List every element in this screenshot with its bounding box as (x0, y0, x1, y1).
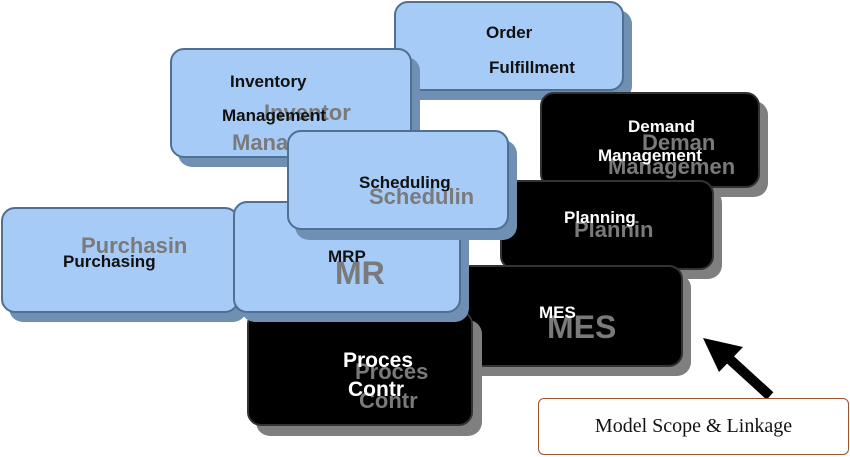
demand-management-ghost-2: Managemen (608, 154, 736, 179)
demand-management-label-1: Demand (628, 117, 696, 136)
planning-label: Planning (564, 208, 636, 227)
purchasing-ghost: Purchasin (81, 233, 188, 258)
process-control-label-2: Contr (348, 378, 404, 401)
process-control-ghost-2: Contr (359, 388, 418, 413)
process-control-ghost-1: Proces (355, 359, 429, 384)
purchasing-label: Purchasing (63, 252, 156, 271)
scheduling-box: Schedulin Scheduling (287, 130, 509, 230)
inventory-management-ghost-1: Inventor (264, 100, 351, 125)
planning-box: Plannin Planning (500, 180, 714, 270)
process-control-box: Proces Contr Proces Contr (247, 310, 473, 426)
mes-ghost: MES (547, 309, 617, 345)
demand-management-label-2: Management (598, 146, 702, 165)
purchasing-box: Purchasin Purchasing (1, 207, 239, 313)
scheduling-ghost: Schedulin (369, 184, 475, 209)
mrp-ghost: MR (335, 255, 385, 291)
demand-management-box: Deman Managemen Demand Management (540, 92, 760, 188)
model-scope-callout: Model Scope & Linkage (538, 398, 849, 455)
mrp-label: MRP (328, 247, 366, 266)
process-control-label-1: Proces (343, 349, 414, 372)
mes-label: MES (539, 303, 576, 322)
order-fulfillment-label-1: Order (486, 23, 533, 42)
inventory-management-label-2: Management (222, 106, 326, 125)
scheduling-label: Scheduling (359, 173, 451, 192)
inventory-management-label-1: Inventory (230, 72, 307, 91)
planning-ghost: Plannin (574, 217, 654, 242)
order-fulfillment-box: Order Fulfillment (394, 1, 624, 91)
demand-management-ghost-1: Deman (642, 130, 716, 155)
order-fulfillment-label-2: Fulfillment (489, 58, 575, 77)
